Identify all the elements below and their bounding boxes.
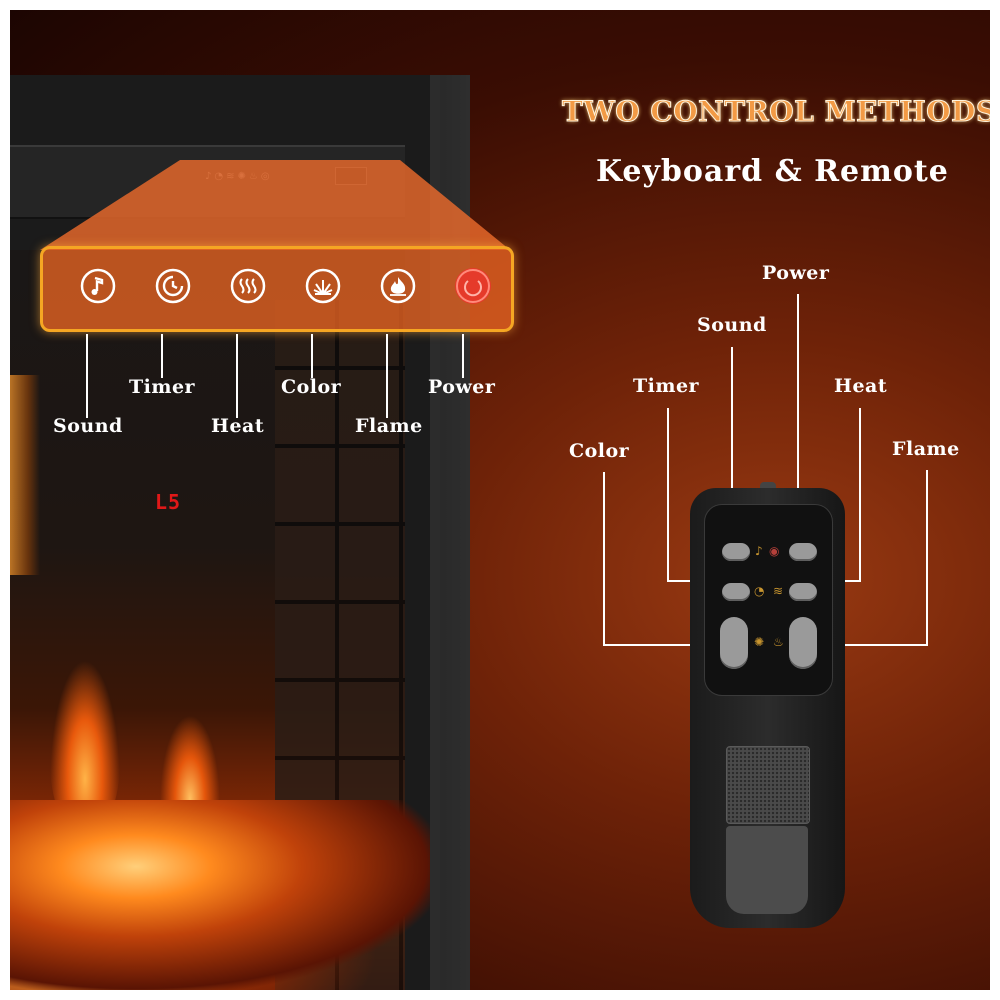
remote-callout-power	[797, 294, 799, 546]
flame-icon	[380, 268, 416, 304]
remote-heat-button[interactable]	[789, 583, 817, 601]
remote-control: ♪ ◉ ◔ ≋ ✺ ♨	[690, 482, 845, 928]
keypad-label-heat: Heat	[211, 415, 265, 437]
remote-label-sound: Sound	[697, 314, 767, 336]
burning-logs	[10, 800, 430, 990]
remote-top-nub	[760, 482, 776, 490]
panel-zoom-beam	[40, 160, 510, 250]
power-icon	[456, 269, 490, 303]
page-subtitle: Keyboard & Remote	[596, 154, 949, 189]
callout-line-color	[311, 334, 313, 378]
fire-glow	[10, 375, 40, 575]
remote-grip-pad	[726, 746, 810, 824]
callout-line-flame	[386, 334, 388, 418]
keypad-label-power: Power	[428, 376, 496, 398]
remote-sound-button[interactable]	[722, 543, 750, 561]
remote-heat-icon: ≋	[773, 584, 784, 598]
remote-power-button[interactable]	[789, 543, 817, 561]
remote-color-icon: ✺	[754, 635, 765, 649]
remote-label-heat: Heat	[834, 375, 888, 397]
keypad-timer-button[interactable]	[155, 268, 191, 304]
remote-callout-flame-h	[810, 644, 928, 646]
remote-battery-cover	[726, 826, 808, 914]
remote-flame-icon: ♨	[773, 635, 784, 649]
remote-label-color: Color	[569, 440, 630, 462]
remote-callout-timer-v	[667, 408, 669, 582]
keypad-label-sound: Sound	[53, 415, 123, 437]
remote-callout-sound	[731, 347, 733, 546]
remote-flame-button[interactable]	[789, 617, 817, 669]
keypad-sound-button[interactable]	[80, 268, 116, 304]
keypad-power-button[interactable]	[455, 268, 491, 304]
callout-line-sound	[86, 334, 88, 418]
remote-callout-color-h	[603, 644, 727, 646]
keypad-highlight	[40, 246, 514, 332]
remote-callout-flame-v	[926, 470, 928, 646]
remote-power-icon: ◉	[769, 544, 780, 558]
remote-label-timer: Timer	[633, 375, 700, 397]
callout-line-heat	[236, 334, 238, 418]
callout-line-power	[462, 334, 464, 378]
led-display: L5	[155, 490, 182, 514]
callout-line-timer	[161, 334, 163, 378]
color-wheel-icon	[305, 268, 341, 304]
page-title: TWO CONTROL METHODS	[562, 95, 990, 129]
remote-button-face: ♪ ◉ ◔ ≋ ✺ ♨	[704, 504, 833, 696]
remote-timer-icon: ◔	[754, 584, 765, 598]
keypad-label-timer: Timer	[129, 376, 196, 398]
remote-timer-button[interactable]	[722, 583, 750, 601]
music-note-icon	[80, 268, 116, 304]
keypad-label-color: Color	[281, 376, 342, 398]
remote-color-button[interactable]	[720, 617, 748, 669]
keypad-heat-button[interactable]	[230, 268, 266, 304]
remote-label-flame: Flame	[892, 438, 960, 460]
heat-waves-icon	[230, 268, 266, 304]
timer-icon	[155, 268, 191, 304]
keypad-flame-button[interactable]	[380, 268, 416, 304]
product-image: ♪◔≋✺♨◎ L5	[10, 10, 990, 990]
keypad-color-button[interactable]	[305, 268, 341, 304]
remote-label-power: Power	[762, 262, 830, 284]
remote-callout-heat-v	[859, 408, 861, 582]
remote-callout-color-v	[603, 472, 605, 646]
remote-sound-icon: ♪	[755, 544, 763, 558]
keypad-label-flame: Flame	[355, 415, 423, 437]
